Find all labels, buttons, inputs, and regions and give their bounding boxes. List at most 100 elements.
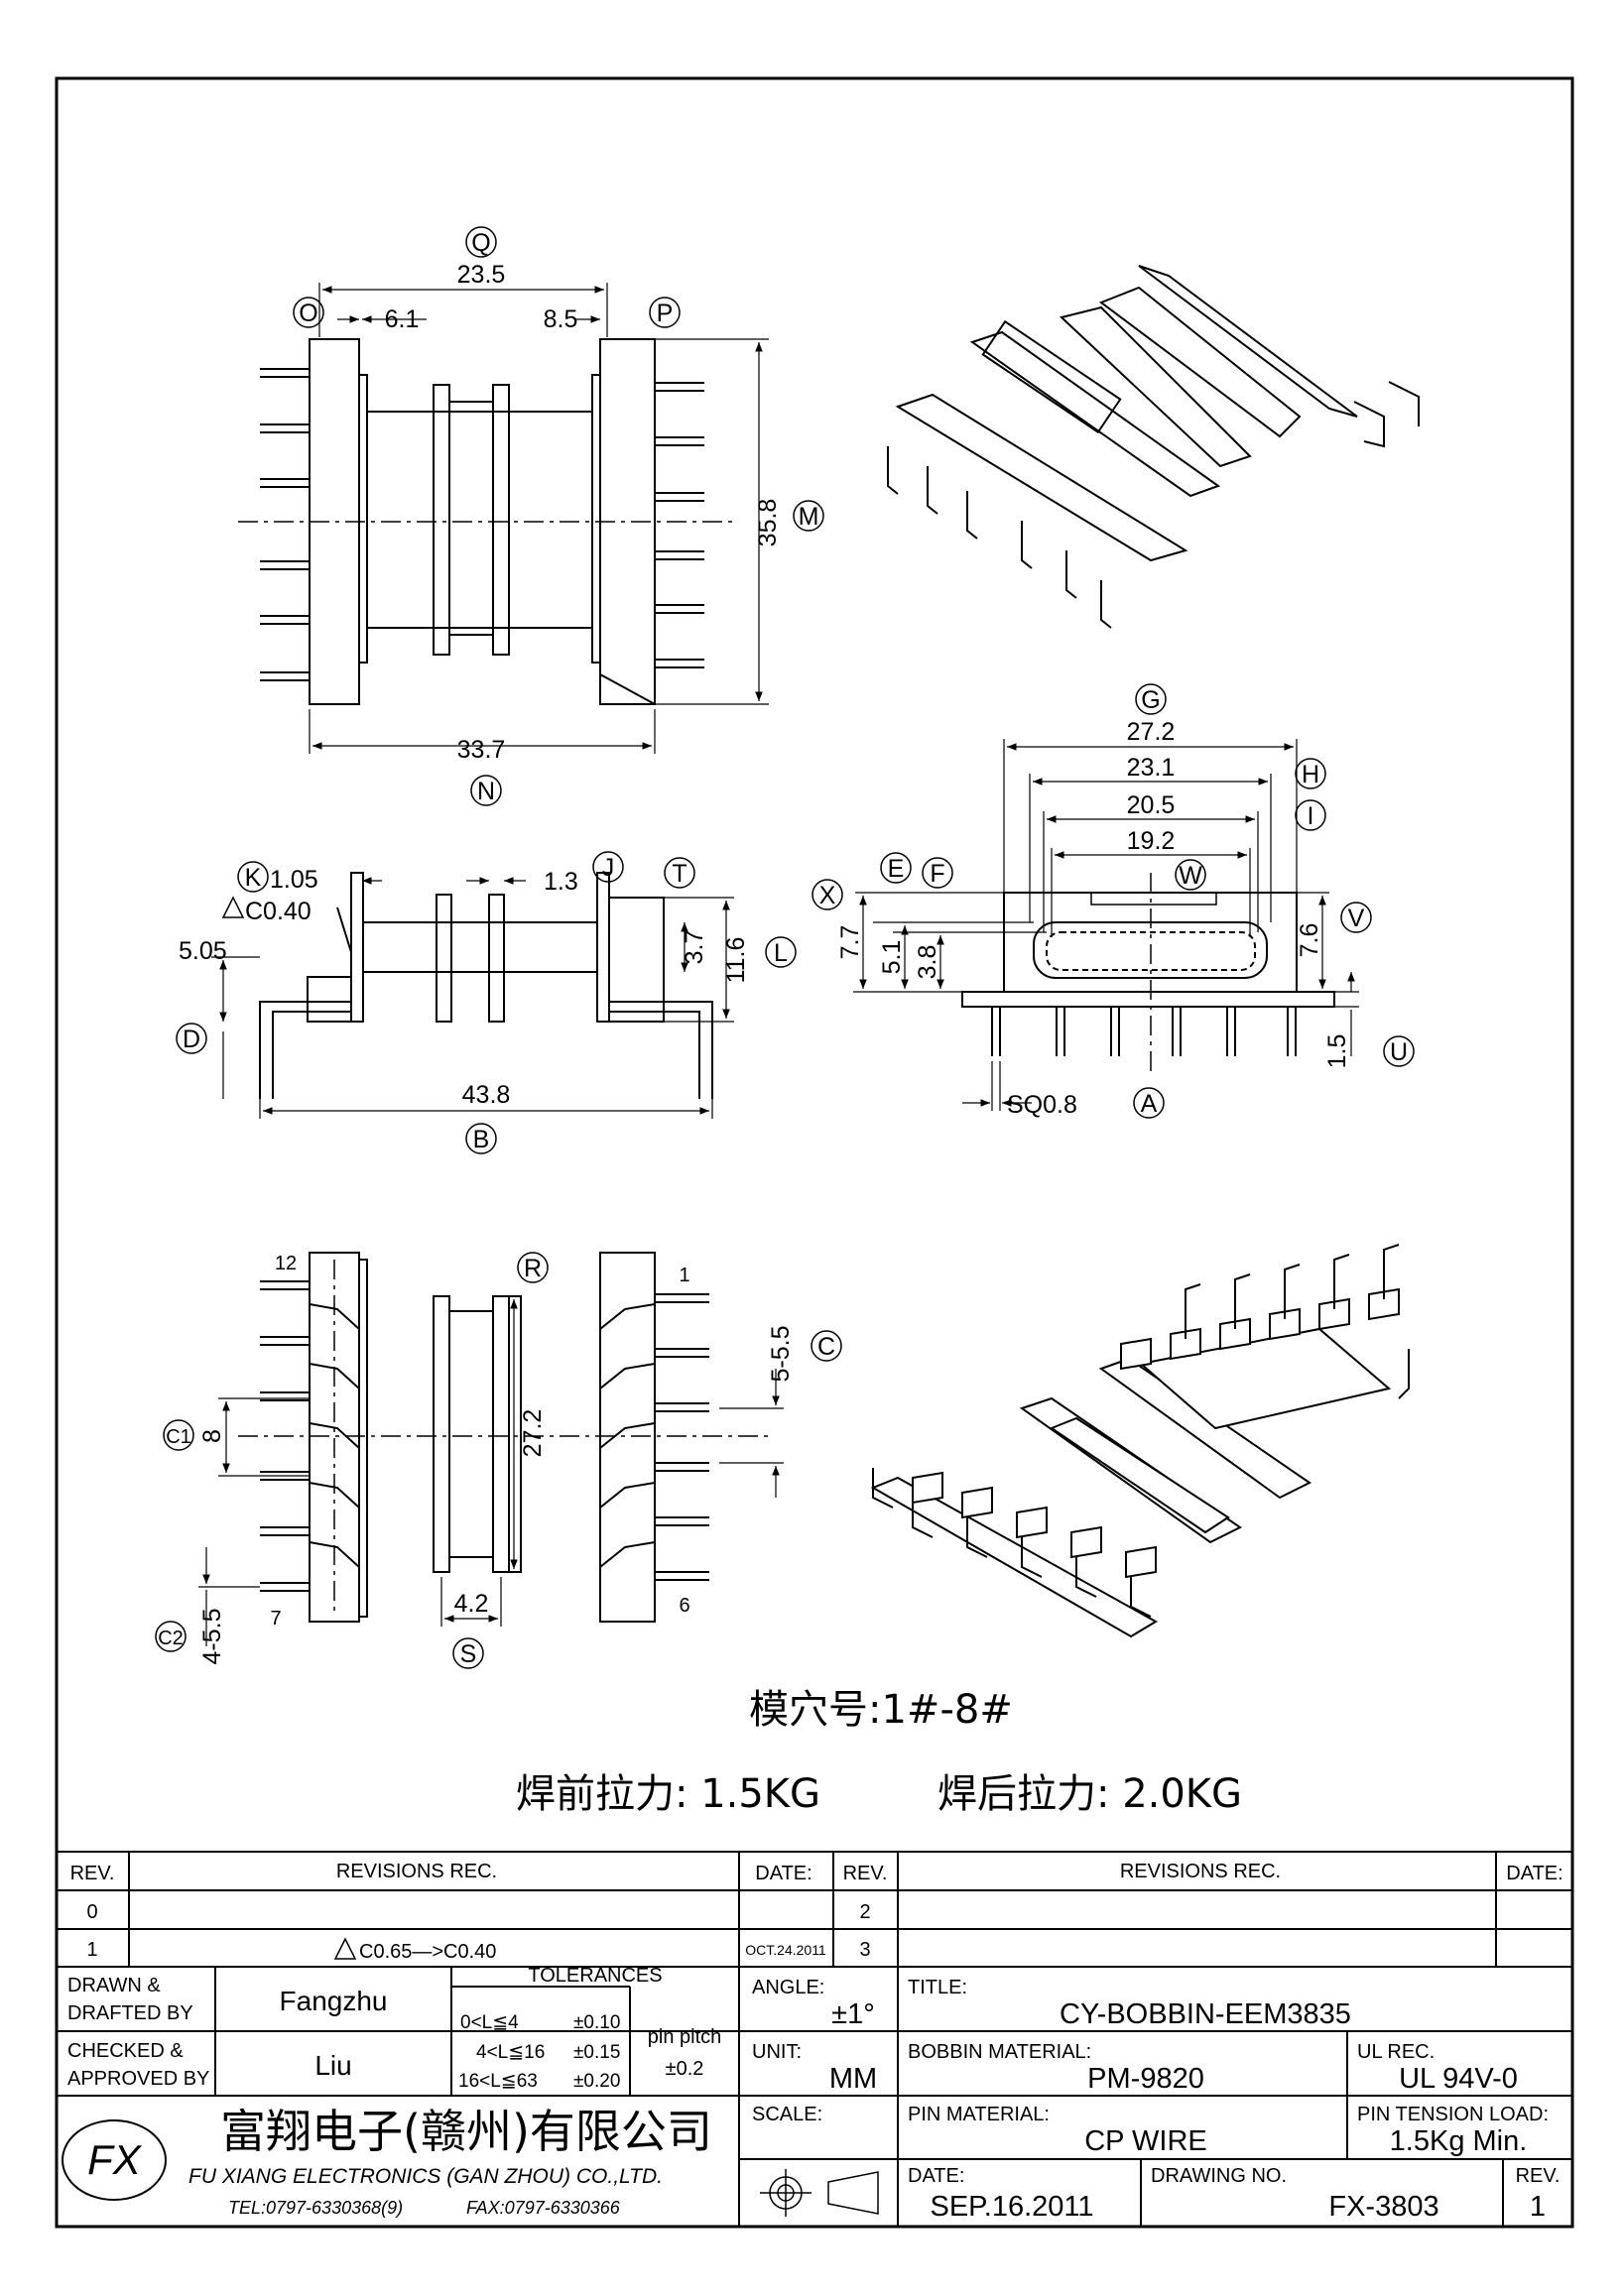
dim-a-value: SQ0.8: [1007, 1091, 1077, 1119]
checked-label-1: CHECKED &: [67, 2040, 184, 2062]
checked-by: Liu: [314, 2050, 351, 2081]
dim-l-value: 11.6: [722, 937, 750, 984]
bottom-view-labels: 12 1 7 6 R 27.2 5-5.5 C C1 8 C2 4-5.5 4.…: [155, 1252, 842, 1669]
pin-tension-label: PIN TENSION LOAD:: [1357, 2104, 1549, 2125]
tol-value-1: ±0.10: [573, 2012, 620, 2033]
company-fax: FAX:0797-6330366: [466, 2198, 621, 2218]
pull-force-before: 焊前拉力: 1.5KG: [516, 1771, 820, 1817]
revision-triangle-icon: [333, 1937, 357, 1960]
tolerances-header: TOLERANCES: [528, 1965, 662, 1987]
dim-letter-f: F: [930, 860, 944, 888]
angle-label: ANGLE:: [752, 1977, 824, 1998]
rev-header-mid: REV.: [843, 1863, 888, 1884]
dim-letter-t: T: [672, 860, 687, 888]
dim-u-value: 1.5: [1323, 1034, 1351, 1069]
bobbin-material-value: PM-9820: [1087, 2063, 1204, 2095]
dim-letter-g: G: [1141, 686, 1160, 714]
dim-s-value: 4.2: [454, 1590, 489, 1618]
projection-symbol-icon: [760, 2169, 879, 2217]
tol-value-2: ±0.15: [573, 2042, 620, 2063]
side-view-labels: K 1.05 C0.40 1.3 J T 3.7 11.6 L 5.05 D 4…: [176, 851, 797, 1154]
dim-letter-p: P: [657, 300, 674, 327]
pin-number-6: 6: [679, 1595, 689, 1617]
dim-letter-a: A: [1141, 1090, 1158, 1118]
dim-letter-j: J: [602, 854, 615, 882]
dim-v-value: 7.6: [1296, 923, 1323, 958]
dim-k-value: 1.05: [270, 866, 318, 894]
ul-rec-value: UL 94V-0: [1399, 2063, 1518, 2095]
pin-tension-value: 1.5Kg Min.: [1390, 2125, 1528, 2157]
dim-letter-c2: C2: [158, 1628, 184, 1649]
chamfer-value: C0.40: [245, 898, 312, 925]
title-label: TITLE:: [908, 1977, 967, 1998]
dim-letter-x: X: [819, 882, 836, 909]
dim-j-value: 1.3: [544, 868, 578, 896]
dim-x-value: 3.8: [914, 945, 941, 980]
dim-c-value: 5-5.5: [767, 1326, 795, 1383]
rev-header-left: REV.: [70, 1863, 115, 1884]
bottom-view: [198, 1252, 784, 1646]
dim-letter-l: L: [774, 939, 788, 967]
dim-letter-e: E: [888, 855, 905, 883]
dim-letter-s: S: [460, 1640, 477, 1668]
title-block-text: REV. REVISIONS REC. DATE: REV. REVISIONS…: [62, 1861, 1563, 2223]
rev-1: 1: [86, 1939, 97, 1961]
dim-letter-v: V: [1348, 905, 1365, 932]
angle-value: ±1°: [831, 1998, 875, 2030]
sheet-border: [55, 76, 1574, 2229]
dim-o-value: 6.1: [385, 305, 420, 333]
dim-letter-b: B: [473, 1126, 490, 1153]
dim-letter-o: O: [299, 300, 317, 327]
company-tel: TEL:0797-6330368(9): [228, 2198, 403, 2218]
rev-1-date: OCT.24.2011: [745, 1942, 826, 1958]
tol-range-1: 0<L≦4: [460, 2012, 519, 2033]
bobbin-material-label: BOBBIN MATERIAL:: [908, 2041, 1091, 2063]
dim-letter-d: D: [183, 1026, 200, 1053]
tol-range-2: 4<L≦16: [476, 2042, 545, 2063]
dim-m-value: 35.8: [754, 499, 782, 547]
dim-e-value: 7.7: [836, 925, 864, 960]
side-view: [211, 872, 734, 1119]
ul-rec-label: UL REC.: [1357, 2041, 1435, 2063]
top-view-labels: Q 23.5 O 6.1 P 8.5 35.8 M 33.7 N: [293, 226, 824, 806]
dim-b-value: 43.8: [462, 1081, 511, 1109]
drawn-label-1: DRAWN &: [67, 1975, 161, 1996]
dim-letter-c: C: [817, 1333, 835, 1361]
pin-material-value: CP WIRE: [1084, 2125, 1207, 2157]
company-logo: FX: [62, 2119, 167, 2201]
dim-p-value: 8.5: [544, 305, 578, 333]
tol-range-3: 16<L≦63: [458, 2071, 538, 2092]
rev-2: 2: [859, 1901, 870, 1923]
dim-r-value: 27.2: [519, 1409, 547, 1458]
dim-w-value: 19.2: [1127, 827, 1176, 855]
dim-q-value: 23.5: [457, 261, 506, 289]
tol-value-3: ±0.20: [573, 2071, 620, 2092]
rev-1-text: C0.65—>C0.40: [359, 1941, 496, 1963]
company-name-cn: 富翔电子(赣州)有限公司: [220, 2105, 712, 2158]
dim-f-value: 5.1: [878, 940, 906, 975]
dim-letter-n: N: [477, 778, 495, 805]
logo-text: FX: [87, 2136, 143, 2183]
company-name-en: FU XIANG ELECTRONICS (GAN ZHOU) CO.,LTD.: [188, 2165, 663, 2188]
dim-h-value: 23.1: [1127, 754, 1176, 782]
pin-pitch-tol: ±0.2: [666, 2058, 704, 2080]
dim-c1-value: 8: [198, 1429, 226, 1443]
pin-pitch-label: pin pitch: [648, 2026, 722, 2048]
pull-force-after: 焊后拉力: 2.0KG: [937, 1771, 1242, 1817]
end-view-labels: G 27.2 H 23.1 I 20.5 19.2 W E 7.7 F 5.1 …: [812, 683, 1415, 1119]
dim-i-value: 20.5: [1127, 791, 1176, 819]
dim-letter-i: I: [1308, 802, 1314, 830]
rev-label: REV.: [1516, 2165, 1561, 2187]
rev-3: 3: [859, 1939, 870, 1961]
dim-letter-w: W: [1179, 862, 1202, 890]
revision-triangle-icon: [221, 896, 245, 918]
dim-letter-q: Q: [471, 229, 490, 257]
title-value: CY-BOBBIN-EEM3835: [1060, 1998, 1351, 2030]
dim-c2-value: 4-5.5: [198, 1609, 226, 1665]
date-label: DATE:: [908, 2165, 964, 2187]
dim-g-value: 27.2: [1127, 718, 1176, 746]
title-block: [57, 1851, 1572, 2227]
dim-letter-m: M: [799, 503, 819, 531]
unit-value: MM: [829, 2063, 877, 2095]
